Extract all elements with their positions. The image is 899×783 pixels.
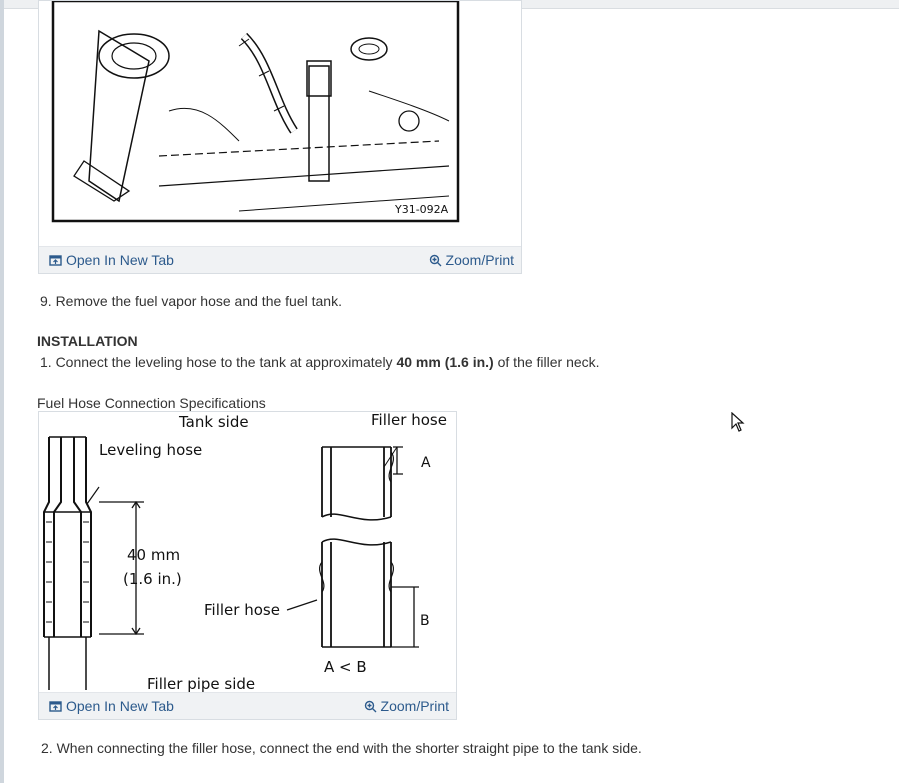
- zoom-print-label: Zoom/Print: [380, 698, 449, 714]
- filler-hose-top-label: Filler hose: [371, 412, 447, 429]
- fuel-tank-drawing: Y31-092A: [51, 1, 460, 223]
- filler-pipe-side-label: Filler pipe side: [147, 675, 255, 693]
- removal-step-9: 9. Remove the fuel vapor hose and the fu…: [40, 293, 342, 309]
- zoom-print-label: Zoom/Print: [445, 252, 514, 268]
- dimension-a-label: A: [421, 455, 431, 471]
- figure2-toolbar: Open In New Tab Zoom/Print: [39, 692, 456, 719]
- dimension-b-label: B: [420, 613, 430, 629]
- zoom-in-icon: [364, 700, 377, 712]
- figure1-toolbar: Open In New Tab Zoom/Print: [39, 246, 521, 273]
- zoom-print-link[interactable]: Zoom/Print: [429, 252, 514, 268]
- left-scroll-edge: [0, 0, 4, 783]
- installation-step-1: 1. Connect the leveling hose to the tank…: [40, 354, 600, 370]
- installation-heading: INSTALLATION: [37, 333, 138, 349]
- hose-connection-drawing: Tank side Leveling hose 40 mm (1.6 in.) …: [43, 412, 447, 693]
- open-in-new-tab-label: Open In New Tab: [66, 252, 174, 268]
- open-in-new-tab-link[interactable]: Open In New Tab: [49, 252, 174, 268]
- new-tab-icon: [49, 254, 62, 266]
- open-in-new-tab-label: Open In New Tab: [66, 698, 174, 714]
- new-tab-icon: [49, 700, 62, 712]
- tank-side-label: Tank side: [178, 413, 249, 431]
- installation-step-2: 2. When connecting the filler hose, conn…: [41, 740, 642, 756]
- mouse-pointer-icon: [731, 412, 745, 432]
- dimension-in-label: (1.6 in.): [123, 570, 182, 588]
- dimension-mm-label: 40 mm: [127, 546, 180, 564]
- filler-hose-mid-label: Filler hose: [204, 601, 280, 619]
- figure-fuel-tank-illustration: Y31-092A Open In New Tab Zoom/Print: [38, 0, 522, 274]
- leveling-hose-label: Leveling hose: [99, 441, 202, 459]
- figure1-label: Y31-092A: [394, 203, 449, 216]
- step1-suffix: of the filler neck.: [493, 354, 600, 370]
- step1-measurement: 40 mm (1.6 in.): [396, 354, 494, 370]
- open-in-new-tab-link-2[interactable]: Open In New Tab: [49, 698, 174, 714]
- a-less-than-b-label: A < B: [324, 658, 367, 676]
- figure2-caption: Fuel Hose Connection Specifications: [37, 395, 266, 411]
- zoom-print-link-2[interactable]: Zoom/Print: [364, 698, 449, 714]
- step1-prefix: 1. Connect the leveling hose to the tank…: [40, 354, 397, 370]
- zoom-in-icon: [429, 254, 442, 266]
- figure-fuel-hose-connection: Tank side Leveling hose 40 mm (1.6 in.) …: [38, 411, 457, 720]
